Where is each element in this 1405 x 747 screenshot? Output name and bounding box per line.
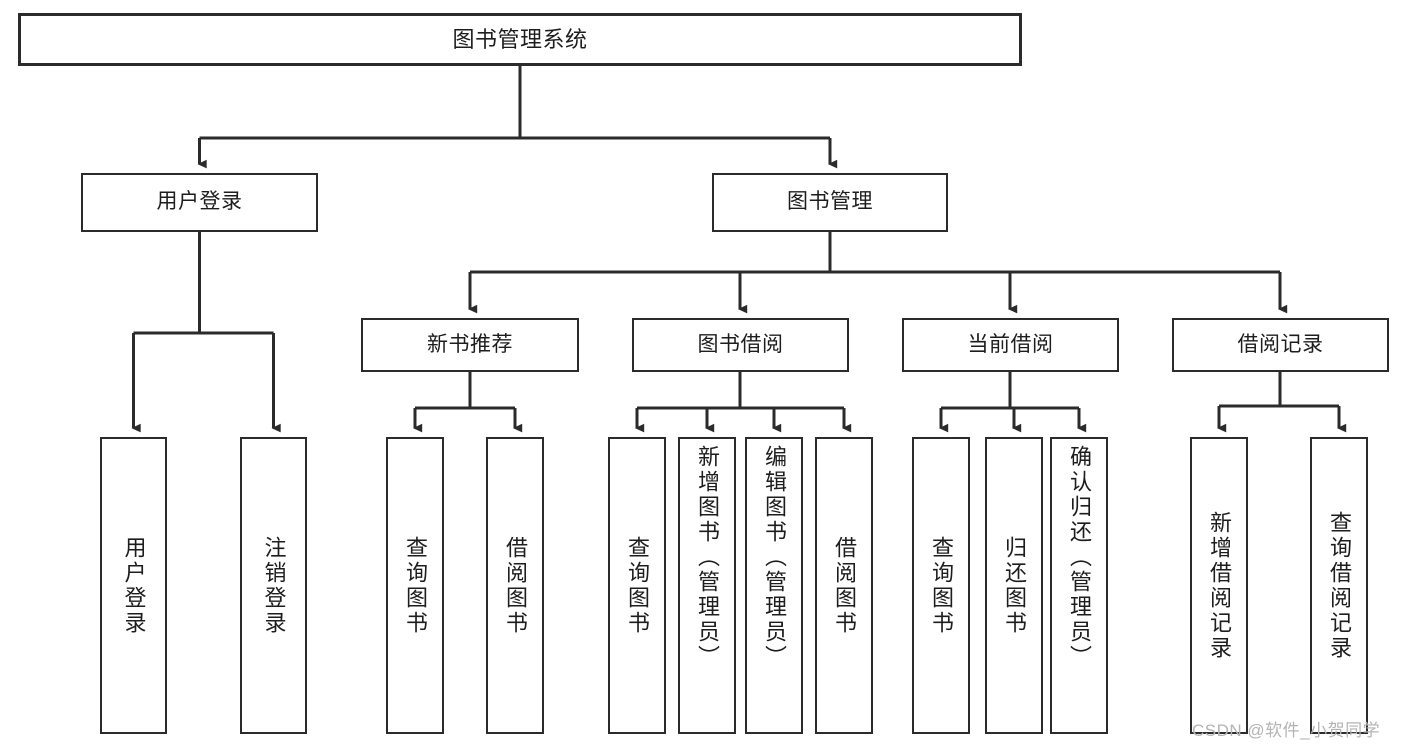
node-book-manage-label: 图书管理 (787, 190, 873, 214)
node-leaf-add-record[interactable]: 新增借阅记录 (1190, 437, 1248, 734)
node-root-label: 图书管理系统 (452, 26, 588, 52)
node-current-borrow-label: 当前借阅 (967, 332, 1054, 356)
node-leaf-query-book-1-label: 查询图书 (403, 535, 428, 636)
node-borrow-record-label: 借阅记录 (1237, 332, 1324, 356)
node-leaf-borrow-book-1-label: 借阅图书 (503, 535, 528, 636)
node-book-manage[interactable]: 图书管理 (712, 173, 948, 232)
node-leaf-query-book-3-label: 查询图书 (929, 535, 954, 636)
node-leaf-query-book-1[interactable]: 查询图书 (386, 437, 444, 734)
node-leaf-edit-book[interactable]: 编辑图书（管理员） (745, 437, 803, 734)
node-leaf-add-book[interactable]: 新增图书（管理员） (678, 437, 736, 734)
node-leaf-query-book-3[interactable]: 查询图书 (912, 437, 970, 734)
node-leaf-query-book-2[interactable]: 查询图书 (608, 437, 666, 734)
node-leaf-user-logout[interactable]: 注销登录 (240, 437, 307, 734)
node-leaf-return-book-label: 归还图书 (1002, 535, 1027, 636)
node-leaf-add-book-label: 新增图书（管理员） (695, 445, 720, 670)
node-leaf-query-record-label: 查询借阅记录 (1327, 510, 1352, 661)
node-leaf-borrow-book-2[interactable]: 借阅图书 (815, 437, 873, 734)
node-leaf-edit-book-label: 编辑图书（管理员） (762, 445, 787, 670)
node-leaf-borrow-book-2-label: 借阅图书 (832, 535, 857, 636)
node-leaf-return-book[interactable]: 归还图书 (985, 437, 1043, 734)
csdn-watermark: CSDN @软件_小贺同学 (1192, 721, 1381, 740)
node-user-login[interactable]: 用户登录 (81, 173, 318, 232)
node-new-book-recommend-label: 新书推荐 (427, 332, 513, 356)
node-book-borrow-label: 图书借阅 (697, 332, 784, 356)
node-leaf-borrow-book-1[interactable]: 借阅图书 (486, 437, 544, 734)
node-leaf-confirm-return[interactable]: 确认归还（管理员） (1050, 437, 1108, 734)
node-leaf-user-login[interactable]: 用户登录 (100, 437, 167, 734)
node-leaf-user-logout-label: 注销登录 (261, 535, 287, 636)
node-new-book-recommend[interactable]: 新书推荐 (361, 318, 579, 372)
node-leaf-add-record-label: 新增借阅记录 (1207, 510, 1232, 661)
node-current-borrow[interactable]: 当前借阅 (902, 318, 1119, 372)
node-leaf-query-book-2-label: 查询图书 (625, 535, 650, 636)
node-borrow-record[interactable]: 借阅记录 (1172, 318, 1389, 372)
node-leaf-query-record[interactable]: 查询借阅记录 (1310, 437, 1368, 734)
node-book-borrow[interactable]: 图书借阅 (632, 318, 849, 372)
node-root[interactable]: 图书管理系统 (18, 13, 1022, 66)
node-leaf-confirm-return-label: 确认归还（管理员） (1067, 445, 1092, 670)
node-leaf-user-login-label: 用户登录 (121, 535, 147, 636)
node-user-login-label: 用户登录 (156, 190, 243, 214)
